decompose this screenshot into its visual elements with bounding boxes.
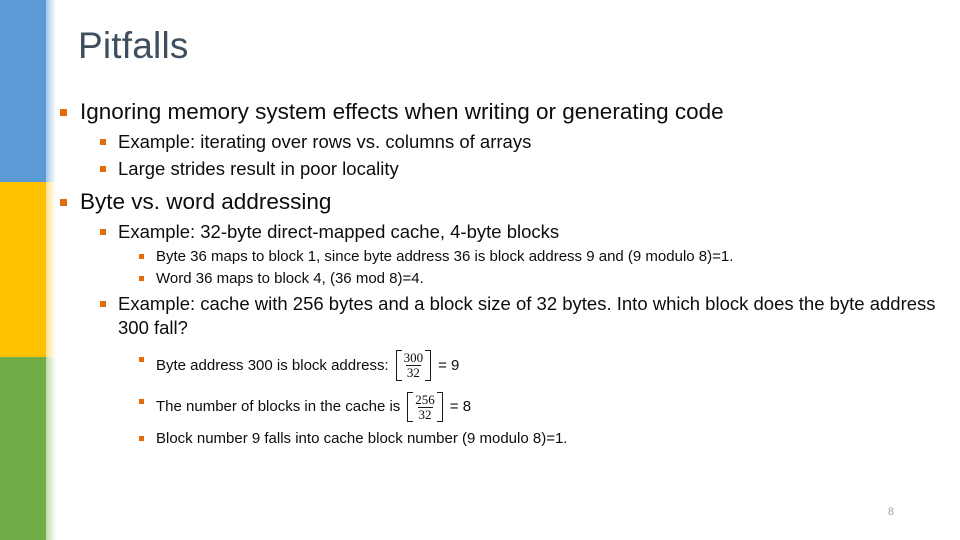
bullet-text: Example: iterating over rows vs. columns… <box>118 130 532 152</box>
sidebar-fade <box>46 0 56 540</box>
bullet-text: Large strides result in poor locality <box>118 158 399 180</box>
bullet-marker-icon <box>100 138 106 145</box>
bullet-marker-icon <box>139 357 144 363</box>
slide-body: Ignoring memory system effects when writ… <box>56 98 948 451</box>
bullet-level2: Example: iterating over rows vs. columns… <box>56 130 948 153</box>
bullet-marker-icon <box>139 254 144 260</box>
fraction-denominator: 32 <box>417 406 433 422</box>
bullet-level3: Word 36 maps to block 4, (36 mod 8)=4. <box>56 269 948 289</box>
formula-row: The number of blocks in the cache is 256… <box>156 391 948 423</box>
bullet-level2: Example: 32-byte direct-mapped cache, 4-… <box>56 220 948 243</box>
fraction-denominator: 32 <box>405 365 421 381</box>
bullet-level3: Block number 9 falls into cache block nu… <box>56 429 948 449</box>
bullet-level1: Ignoring memory system effects when writ… <box>56 98 948 126</box>
bullet-level3-formula: Byte address 300 is block address: 300 3… <box>56 350 948 381</box>
fraction: 300 32 <box>401 350 427 381</box>
sidebar-fade-green <box>46 357 56 540</box>
bullet-text: Byte 36 maps to block 1, since byte addr… <box>156 248 734 266</box>
slide-title: Pitfalls <box>78 25 189 66</box>
sidebar-fade-blue <box>46 0 56 182</box>
bullet-marker-icon <box>60 198 67 206</box>
bullet-text: Ignoring memory system effects when writ… <box>80 99 724 124</box>
fraction-numerator: 256 <box>415 391 435 407</box>
floor-bracket-expression: 256 32 <box>407 391 443 423</box>
bullet-text: Block number 9 falls into cache block nu… <box>156 430 568 448</box>
bullet-level3-formula: The number of blocks in the cache is 256… <box>56 391 948 423</box>
sidebar-band-green <box>0 357 46 540</box>
bullet-text: Byte vs. word addressing <box>80 188 332 214</box>
slide-number: 8 <box>887 506 894 518</box>
formula-label: Byte address 300 is block address: <box>156 356 389 374</box>
sidebar-band-amber <box>0 182 46 357</box>
bullet-text: Example: cache with 256 bytes and a bloc… <box>118 293 936 338</box>
bullet-marker-icon <box>100 228 106 235</box>
bullet-marker-icon <box>139 275 144 281</box>
bullet-marker-icon <box>139 436 144 442</box>
bullet-level2: Example: cache with 256 bytes and a bloc… <box>56 292 948 339</box>
formula-result: = 8 <box>449 398 472 416</box>
bullet-text: Word 36 maps to block 4, (36 mod 8)=4. <box>156 269 424 287</box>
sidebar-fade-amber <box>46 182 56 357</box>
bullet-marker-icon <box>100 166 106 173</box>
formula-row: Byte address 300 is block address: 300 3… <box>156 350 948 381</box>
floor-bracket-expression: 300 32 <box>395 350 432 381</box>
bullet-level1: Byte vs. word addressing <box>56 188 948 216</box>
fraction: 256 32 <box>412 392 438 423</box>
bullet-level3: Byte 36 maps to block 1, since byte addr… <box>56 247 948 267</box>
bullet-marker-icon <box>60 109 67 116</box>
bullet-level2: Large strides result in poor locality <box>56 157 948 180</box>
fraction-numerator: 300 <box>403 350 424 366</box>
sidebar-color-bar <box>0 0 46 540</box>
bullet-marker-icon <box>139 398 144 404</box>
sidebar-band-blue <box>0 0 46 182</box>
formula-label: The number of blocks in the cache is <box>156 398 401 416</box>
formula-result: = 9 <box>438 356 460 374</box>
bullet-marker-icon <box>100 301 106 308</box>
bullet-text: Example: 32-byte direct-mapped cache, 4-… <box>118 220 560 242</box>
